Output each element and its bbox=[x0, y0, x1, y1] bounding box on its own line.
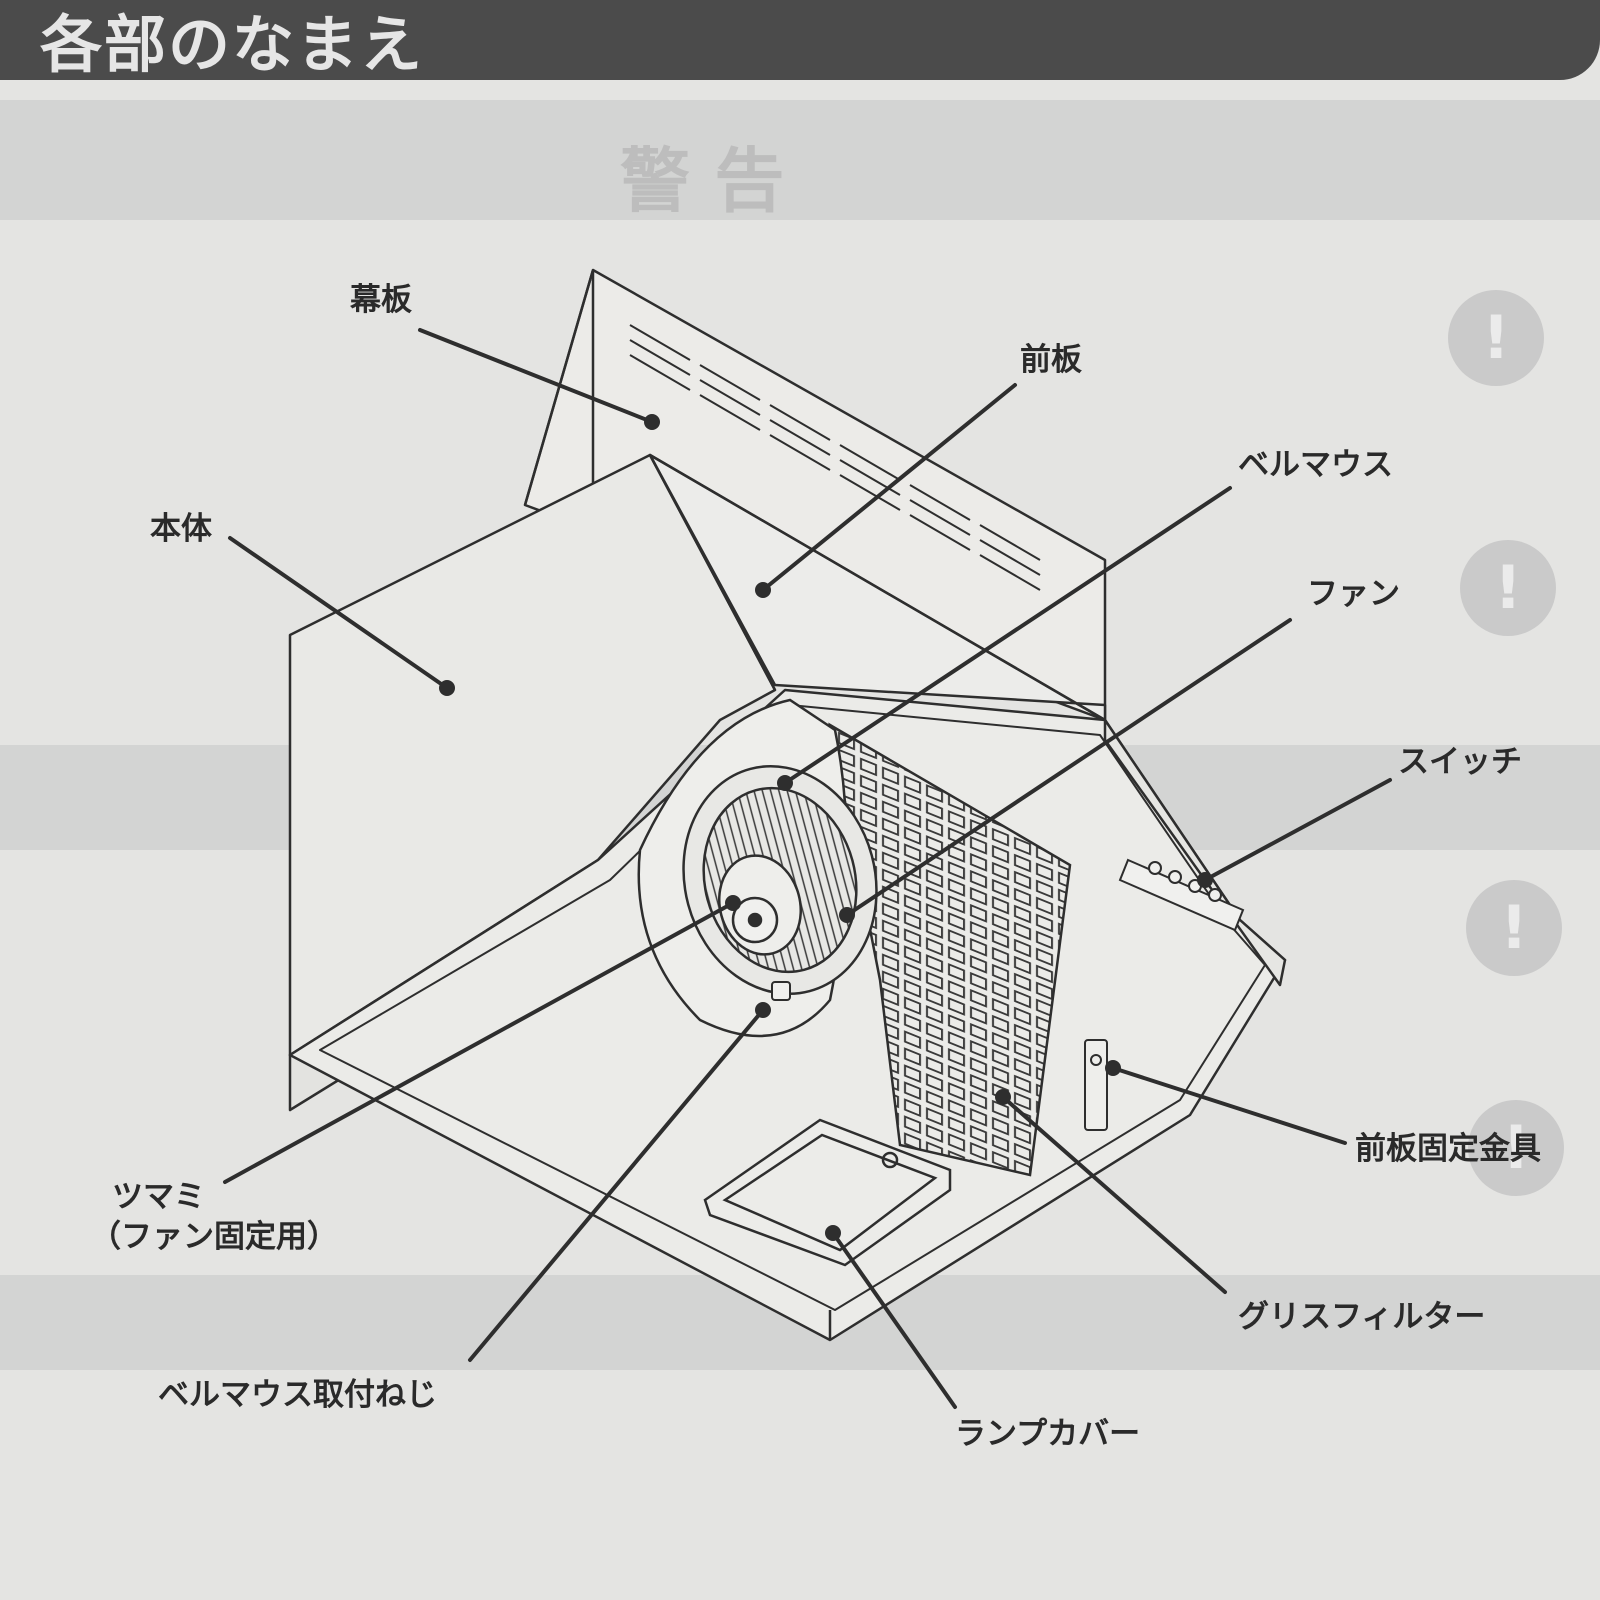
page-title: 各部のなまえ bbox=[40, 8, 425, 81]
lamp-cover bbox=[703, 1118, 952, 1267]
label-grease-filter: グリスフィルター bbox=[1238, 1299, 1486, 1335]
warning-heading: 警 告 bbox=[620, 140, 785, 222]
label-hontai: 本体 bbox=[150, 511, 212, 547]
label-bellmouth: ベルマウス bbox=[1238, 447, 1393, 483]
fan-knob bbox=[731, 896, 779, 944]
exclamation-circle-icon: ! bbox=[1468, 1100, 1564, 1196]
label-switch: スイッチ bbox=[1398, 744, 1522, 780]
label-maeita-kinngu: 前板固定金具 bbox=[1355, 1131, 1541, 1167]
exclamation-circle-icon: ! bbox=[1466, 880, 1562, 976]
label-fan: ファン bbox=[1307, 576, 1400, 612]
exclamation-circle-icon: ! bbox=[1460, 540, 1556, 636]
front-plate-bracket bbox=[1084, 1039, 1108, 1131]
warning-band bbox=[0, 100, 1600, 220]
exclamation-circle-icon: ! bbox=[1448, 290, 1544, 386]
switch-panel bbox=[1118, 858, 1245, 932]
grease-filter bbox=[828, 722, 1072, 1177]
label-maeita: 前板 bbox=[1020, 342, 1082, 378]
leader-dots bbox=[439, 414, 1213, 1241]
label-lamp-cover: ランプカバー bbox=[955, 1416, 1141, 1452]
bellmouth bbox=[637, 698, 878, 1038]
label-tsumami: ツマミ bbox=[112, 1179, 205, 1215]
label-makuita: 幕板 bbox=[350, 282, 412, 318]
leader-lines bbox=[223, 328, 1392, 1409]
vent-slots bbox=[629, 324, 1041, 591]
label-tsumami-sub: （ファン固定用） bbox=[90, 1219, 338, 1255]
section-header: 各部のなまえ bbox=[0, 0, 1600, 81]
bellmouth-screw bbox=[771, 981, 791, 1001]
label-bellmouth-screw: ベルマウス取付ねじ bbox=[158, 1377, 437, 1413]
